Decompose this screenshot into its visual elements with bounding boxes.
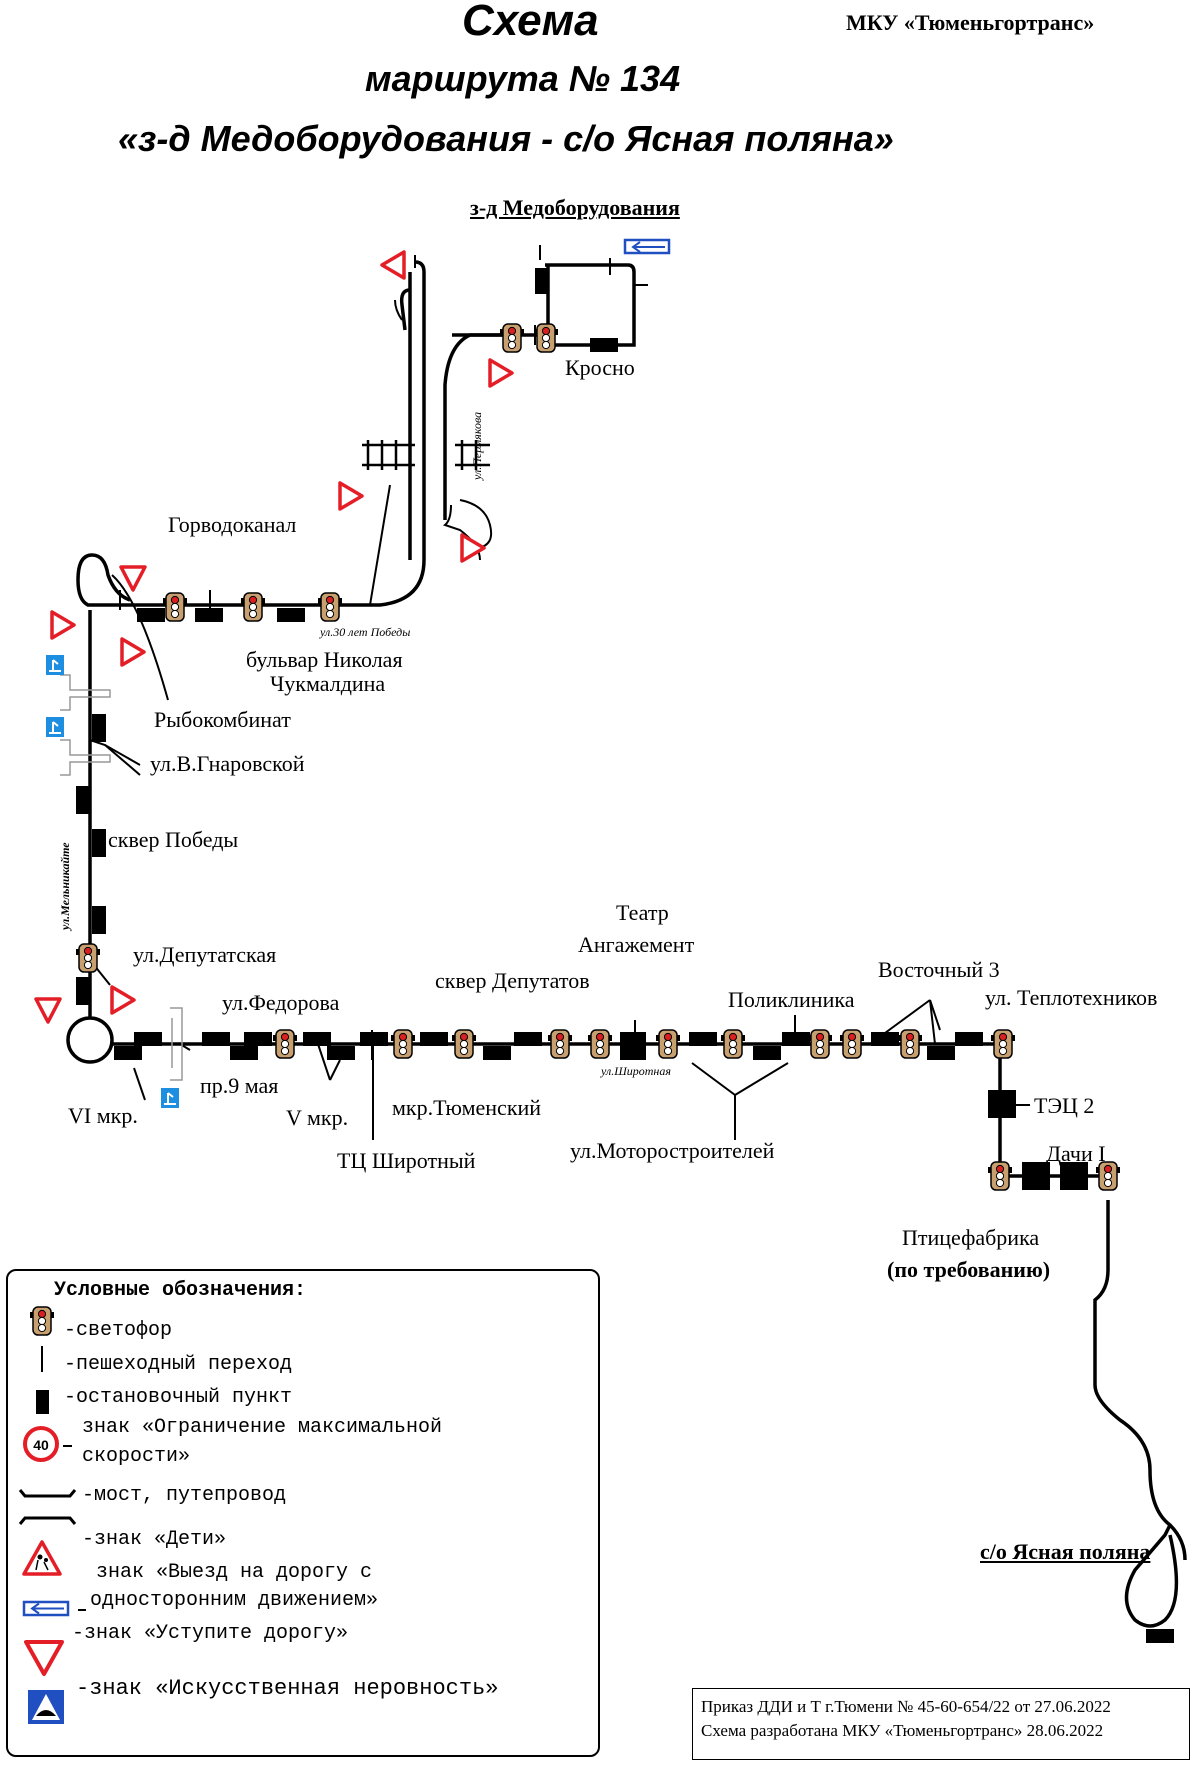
speed-bump-sign-icon <box>28 1690 64 1724</box>
stop-icon <box>1060 1162 1088 1190</box>
stop-icon <box>137 608 165 622</box>
legend-item-speed-limit-2: скорости» <box>82 1445 191 1468</box>
stop-icon <box>782 1032 810 1046</box>
street-label-permyakova: ул.Пермякова <box>470 411 484 480</box>
stop-label-skver-deputatov: сквер Депутатов <box>435 968 590 993</box>
stop-icon <box>360 1032 388 1046</box>
one-way-sign-icon <box>22 1600 70 1617</box>
stop-icon <box>36 1390 49 1414</box>
stop-label-teatr-2: Ангажемент <box>578 932 695 957</box>
stop-label-teplotekhnikov: ул. Теплотехников <box>985 985 1158 1010</box>
crosswalk-icon <box>119 245 796 1060</box>
legend-title: Условные обозначения: <box>54 1279 307 1302</box>
stop-label-poliklinika: Поликлиника <box>728 987 855 1012</box>
route-name: «з-д Медоборудования - с/о Ясная поляна» <box>118 118 894 159</box>
stop-icon <box>1146 1629 1174 1643</box>
stop-icon <box>244 1032 272 1046</box>
stop-label-fedorova: ул.Федорова <box>222 990 340 1015</box>
legend-item-speed-limit-1: знак «Ограничение максимальной <box>82 1416 443 1439</box>
street-label-shirotnaya: ул.Широтная <box>601 1064 671 1078</box>
bridge-icon <box>362 440 490 470</box>
legend-item-one-way-2: односторонним движением» <box>90 1589 379 1612</box>
stop-label-gorvodokanal: Горводоканал <box>168 512 297 537</box>
stop-icon <box>620 1032 646 1060</box>
street-label-30-let-pobedy: ул.30 лет Победы <box>320 625 411 639</box>
map-title: Схема <box>462 0 599 45</box>
stop-label-dachi1: Дачи I <box>1046 1141 1106 1166</box>
terminal-start-label: з-д Медоборудования <box>470 195 680 220</box>
legend-item-bridge: -мост, путепровод <box>82 1484 287 1507</box>
legend-item-yield: -знак «Уступите дорогу» <box>72 1622 349 1645</box>
yield-sign-icon <box>24 1640 64 1676</box>
bridge-icon <box>18 1489 77 1525</box>
stop-icon <box>76 786 90 814</box>
order-reference: Приказ ДДИ и Т г.Тюмени № 45-60-654/22 о… <box>701 1697 1111 1716</box>
stop-icon <box>195 608 223 622</box>
stop-icon <box>114 1046 142 1060</box>
stop-icon <box>871 1032 899 1046</box>
stop-icon <box>988 1090 1016 1118</box>
stop-icon <box>327 1046 355 1060</box>
stop-label-bulvar-2: Чукмалдина <box>270 671 386 696</box>
stop-label-v-mkr: V мкр. <box>286 1105 349 1130</box>
stop-label-motorostroiteley: ул.Моторостроителей <box>570 1138 775 1163</box>
stop-icon <box>955 1032 983 1046</box>
stop-icons <box>76 268 1174 1643</box>
stop-icon <box>927 1046 955 1060</box>
stop-label-rybokombinat: Рыбокомбинат <box>154 707 291 732</box>
stop-icon <box>92 906 106 934</box>
roundabout <box>66 1016 114 1064</box>
stop-label-mkr-tyumensky: мкр.Тюменский <box>392 1095 542 1120</box>
stop-icon <box>134 1032 162 1046</box>
stop-icon <box>689 1032 717 1046</box>
street-label-melnikaite: ул.Мельникайте <box>58 842 72 930</box>
legend-item-children: -знак «Дети» <box>82 1528 227 1551</box>
legend-item-stop: -остановочный пункт <box>64 1386 293 1409</box>
developer-note: Схема разработана МКУ «Тюменьгортранс» 2… <box>701 1721 1104 1740</box>
organization-name: МКУ «Тюменьгортранс» <box>846 10 1095 35</box>
stop-icon <box>1022 1162 1050 1190</box>
stop-label-vostochny3: Восточный 3 <box>878 957 1000 982</box>
stop-icon <box>535 268 548 294</box>
order-box: Приказ ДДИ и Т г.Тюмени № 45-60-654/22 о… <box>692 1688 1190 1760</box>
stop-label-gnarovskoy: ул.В.Гнаровской <box>150 751 305 776</box>
stop-label-skver-pobedy: сквер Победы <box>108 827 239 852</box>
stop-icon <box>303 1032 331 1046</box>
stop-icon <box>202 1032 230 1046</box>
stop-label-krosno: Кросно <box>565 355 635 380</box>
legend-item-crosswalk: -пешеходный переход <box>64 1353 293 1376</box>
stop-icon <box>92 829 106 857</box>
legend-item-one-way-1: знак «Выезд на дорогу с <box>96 1561 373 1584</box>
stop-icon <box>590 338 618 352</box>
stop-label-tec2: ТЭЦ 2 <box>1034 1093 1095 1118</box>
legend-item-traffic-light: -светофор <box>64 1319 173 1342</box>
terminal-end-label: с/о Ясная поляна <box>980 1539 1151 1564</box>
legend-box: Условные обозначения: -светофор -пешеход… <box>6 1269 600 1757</box>
stop-icon <box>483 1046 511 1060</box>
speed-limit-value: 40 <box>33 1437 49 1453</box>
stop-label-deputatskaya: ул.Депутатская <box>133 942 277 967</box>
one-way-sign-icon <box>623 238 671 255</box>
legend-item-speed-bump: -знак «Искусственная неровность» <box>76 1676 499 1701</box>
stop-label-pr9maya: пр.9 мая <box>200 1073 279 1098</box>
speed-limit-sign-icon <box>23 1426 59 1462</box>
stop-label-teatr-1: Театр <box>616 900 669 925</box>
stop-label-ptitsefabrika-1: Птицефабрика <box>902 1225 1040 1250</box>
stop-icon <box>230 1046 258 1060</box>
stop-icon <box>514 1032 542 1046</box>
stop-icon <box>420 1032 448 1046</box>
stop-icon <box>277 608 305 622</box>
stop-label-tc-shirotny: ТЦ Широтный <box>337 1148 476 1173</box>
stop-label-vi-mkr: VI мкр. <box>68 1103 138 1128</box>
pedestrian-overpass <box>60 674 183 1081</box>
stop-icon <box>92 714 106 742</box>
children-sign-icon <box>22 1540 62 1576</box>
stop-icon <box>753 1046 781 1060</box>
route-number: маршрута № 134 <box>365 58 681 99</box>
stop-icon <box>76 977 90 1005</box>
stop-label-bulvar-1: бульвар Николая <box>246 647 403 672</box>
stop-label-ptitsefabrika-2: (по требованию) <box>887 1257 1051 1282</box>
